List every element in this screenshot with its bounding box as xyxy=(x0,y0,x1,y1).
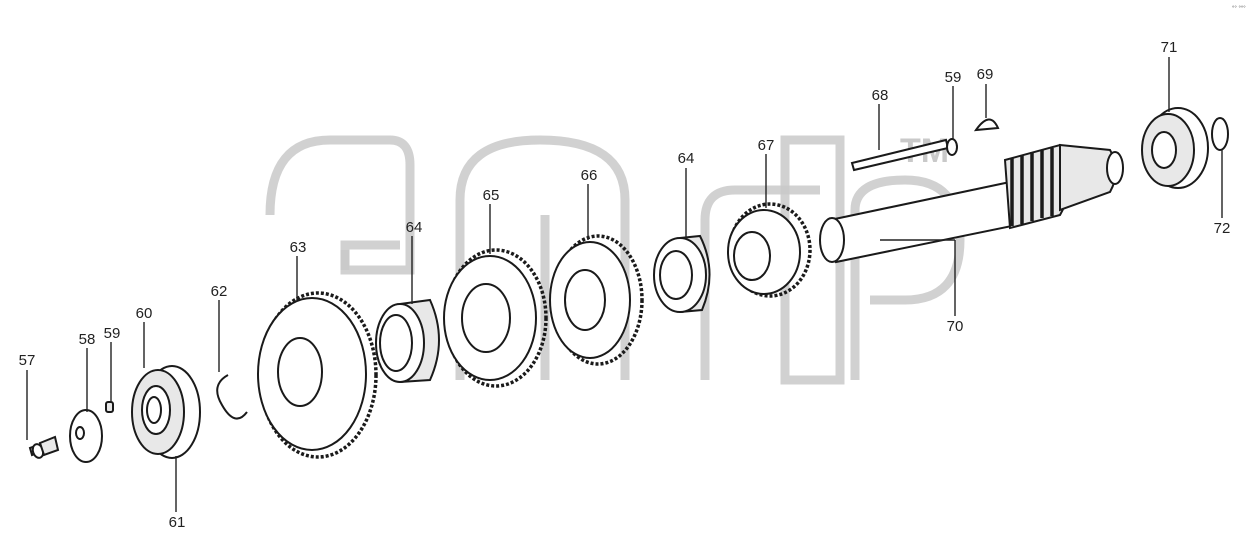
part-65-gear xyxy=(443,248,548,388)
callout-72: 72 xyxy=(1214,220,1231,237)
corner-mark: °° °°° xyxy=(1232,6,1246,12)
callout-64: 64 xyxy=(406,219,423,236)
part-62-snap-ring xyxy=(216,374,248,420)
callout-60: 60 xyxy=(136,305,153,322)
part-71-bearing xyxy=(1141,107,1209,189)
callout-67: 67 xyxy=(758,137,775,154)
part-63-gear xyxy=(257,291,378,459)
part-59-pin-2 xyxy=(946,138,958,156)
callout-59-second: 59 xyxy=(945,69,962,86)
callout-57: 57 xyxy=(19,352,36,369)
part-59-pin xyxy=(105,401,114,413)
callout-71: 71 xyxy=(1161,39,1178,56)
callout-61: 61 xyxy=(169,514,186,531)
part-67-gear xyxy=(727,202,812,298)
callout-65: 65 xyxy=(483,187,500,204)
part-57-bolt xyxy=(28,435,60,459)
part-66-gear xyxy=(549,234,644,366)
callout-59: 59 xyxy=(104,325,121,342)
part-60-bearing xyxy=(131,365,201,459)
callout-68: 68 xyxy=(872,87,889,104)
callout-64-second: 64 xyxy=(678,150,695,167)
leader-lines xyxy=(26,57,1223,512)
callout-63: 63 xyxy=(290,239,307,256)
part-64-sleeve xyxy=(375,298,440,383)
part-70-shaft xyxy=(819,143,1124,264)
part-69-key xyxy=(973,118,1000,132)
part-58-washer xyxy=(69,409,103,463)
callout-58: 58 xyxy=(79,331,96,348)
callout-66: 66 xyxy=(581,167,598,184)
callout-69: 69 xyxy=(977,66,994,83)
callout-70: 70 xyxy=(947,318,964,335)
part-64-sleeve-2 xyxy=(653,234,711,313)
part-72-ring xyxy=(1211,117,1229,151)
callout-labels: 57 58 59 60 61 62 63 64 65 66 64 67 68 5… xyxy=(19,39,1231,531)
callout-62: 62 xyxy=(211,283,228,300)
